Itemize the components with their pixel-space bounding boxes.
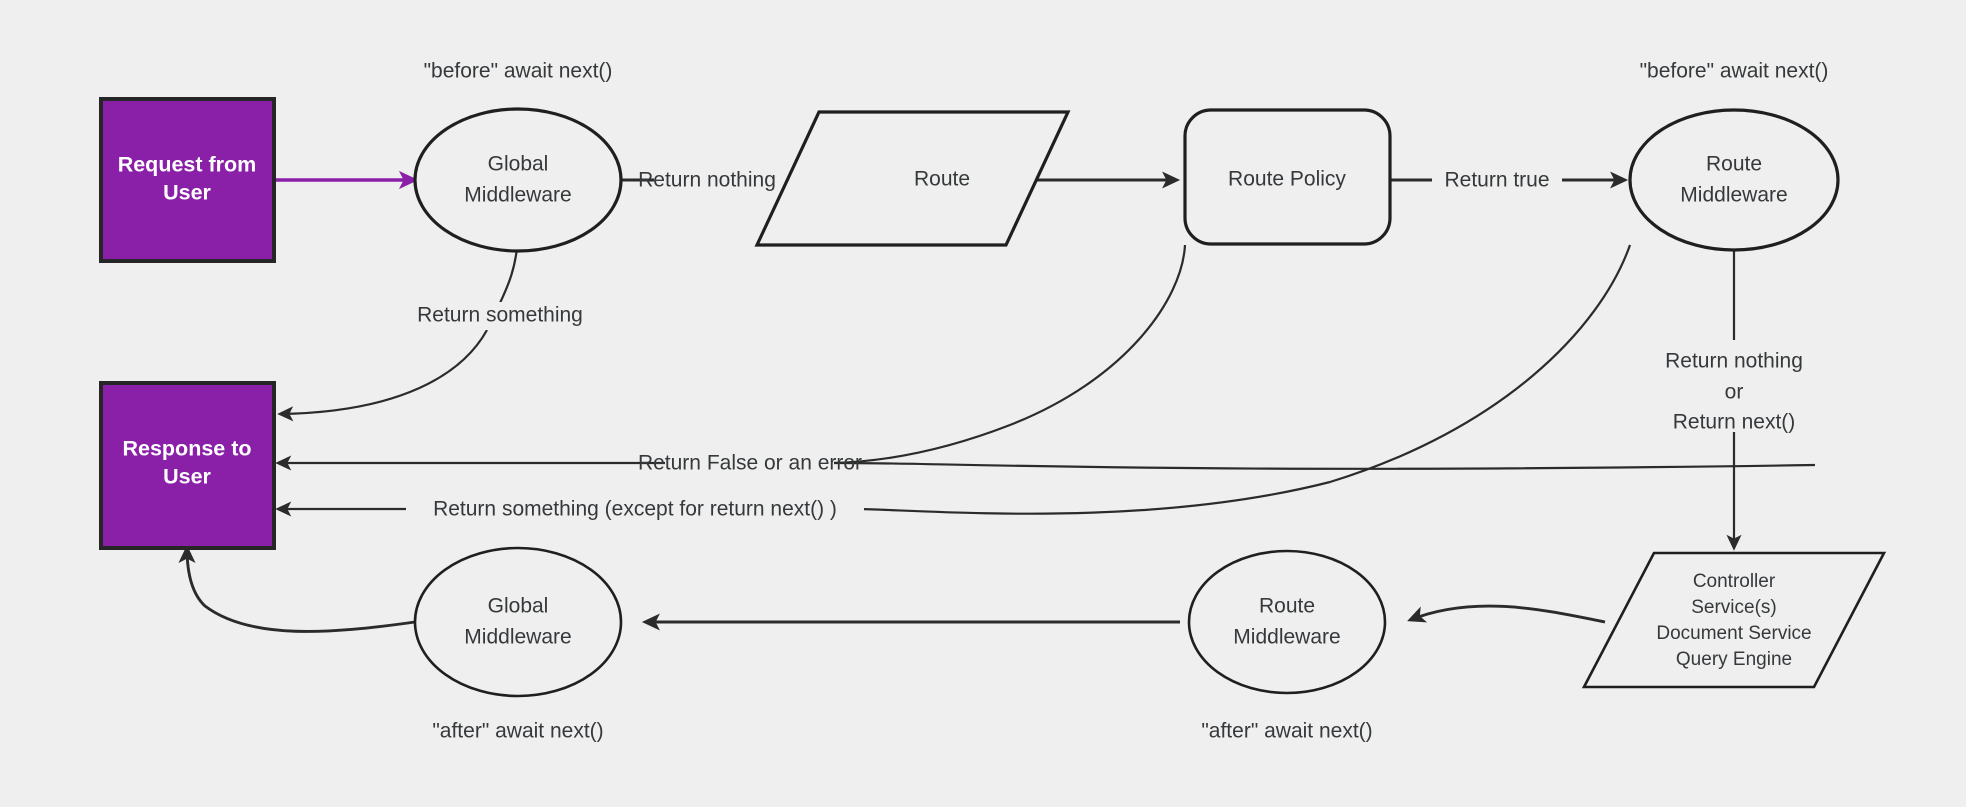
global-middleware-top-label-line2: Middleware: [464, 184, 571, 207]
response-to-user-label-line2: User: [163, 465, 211, 489]
global-middleware-bottom-label-line2: Middleware: [464, 626, 571, 649]
annotation-after-await-next-route-middleware: "after" await next(): [1201, 720, 1372, 743]
edge-route-middleware-to-response: [275, 244, 1632, 517]
edge-controller-to-route-middleware-bottom: [1407, 604, 1606, 624]
route-middleware-top-label-line2: Middleware: [1680, 184, 1787, 207]
svg-text:Return something (except for r: Return something (except for return next…: [433, 498, 837, 521]
svg-text:Return true: Return true: [1444, 169, 1549, 192]
request-from-user-label-line1: Request from: [118, 153, 257, 177]
node-route-middleware-top[interactable]: Route Middleware: [1628, 108, 1840, 252]
node-route-policy[interactable]: Route Policy: [1183, 108, 1392, 246]
edge-label-return-true: Return true: [1444, 169, 1549, 192]
svg-text:"before" await next(): "before" await next(): [424, 60, 613, 83]
controller-label-line1: Controller: [1693, 571, 1776, 592]
svg-text:"after" await next(): "after" await next(): [1201, 720, 1372, 743]
svg-text:or: or: [1725, 381, 1744, 404]
edge-label-return-something-except-next: Return something (except for return next…: [406, 495, 864, 524]
route-policy-label: Route Policy: [1228, 168, 1346, 191]
svg-text:"after" await next(): "after" await next(): [432, 720, 603, 743]
global-middleware-bottom-label-line1: Global: [488, 595, 549, 618]
svg-text:Return nothing: Return nothing: [1665, 350, 1803, 373]
node-global-middleware-top[interactable]: Global Middleware: [413, 107, 623, 253]
annotation-before-await-next-global: "before" await next(): [424, 60, 613, 83]
edge-label-return-nothing: Return nothing: [638, 169, 776, 192]
global-middleware-top-label-line1: Global: [488, 153, 549, 176]
node-route-middleware-bottom[interactable]: Route Middleware: [1187, 549, 1387, 695]
node-request-from-user[interactable]: Request from User: [99, 97, 276, 263]
controller-label-line2: Service(s): [1691, 597, 1777, 618]
svg-text:Return nothing: Return nothing: [638, 169, 776, 192]
route-middleware-top-label-line1: Route: [1706, 153, 1762, 176]
annotation-after-await-next-global: "after" await next(): [432, 720, 603, 743]
edge-route-policy-to-response: [275, 244, 1816, 471]
node-controller-services[interactable]: Controller Service(s) Document Service Q…: [1581, 551, 1887, 689]
route-middleware-bottom-label-line1: Route: [1259, 595, 1315, 618]
controller-label-line4: Query Engine: [1676, 649, 1792, 670]
svg-text:"before" await next(): "before" await next(): [1640, 60, 1829, 83]
svg-text:Return next(): Return next(): [1673, 411, 1796, 434]
node-global-middleware-bottom[interactable]: Global Middleware: [413, 546, 623, 698]
node-route[interactable]: Route: [754, 110, 1071, 247]
svg-text:Return False or an error: Return False or an error: [638, 452, 862, 475]
svg-text:Return something: Return something: [417, 304, 583, 327]
node-response-to-user[interactable]: Response to User: [99, 381, 276, 550]
edge-label-return-something: Return something: [406, 302, 594, 330]
edge-label-return-nothing-or-next: Return nothing or Return next(): [1640, 345, 1830, 434]
route-label: Route: [914, 168, 970, 191]
annotation-before-await-next-route-middleware: "before" await next(): [1640, 60, 1829, 83]
route-middleware-bottom-label-line2: Middleware: [1233, 626, 1340, 649]
edge-label-return-false-or-error: Return False or an error: [638, 450, 862, 478]
response-to-user-label-line1: Response to: [122, 437, 251, 461]
controller-label-line3: Document Service: [1656, 623, 1811, 644]
edge-global-middleware-bottom-to-response: [178, 544, 416, 633]
request-from-user-label-line2: User: [163, 181, 211, 205]
